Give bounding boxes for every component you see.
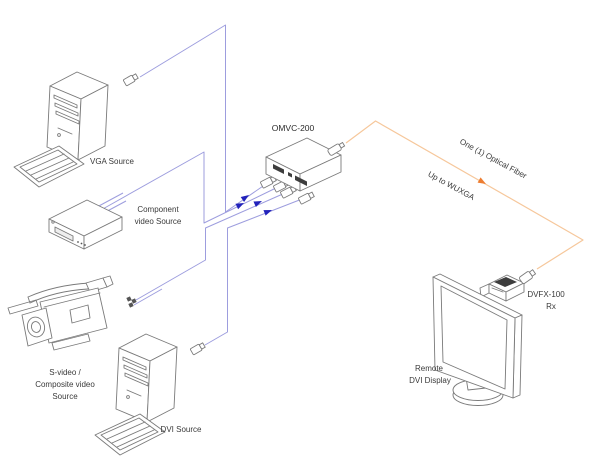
fiber-arrow-icon (477, 177, 486, 184)
svideo-plug-cluster-icon (126, 296, 137, 308)
dvi-port-icon (295, 175, 307, 186)
dvi-source-keyboard (94, 413, 166, 456)
vga-source-tower (46, 71, 109, 161)
svideo-cable (135, 192, 286, 301)
signal-arrow-icon (253, 201, 262, 207)
vga-source-label: VGA Source (90, 157, 135, 166)
dvi-source-device (94, 333, 178, 456)
signal-arrows (235, 195, 272, 216)
svideo-source-label: Composite video (35, 380, 95, 389)
component-source-player (48, 199, 123, 250)
component-source-label: Component (137, 205, 179, 214)
optical-fiber-link (345, 120, 584, 270)
omvc-200-label: OMVC-200 (272, 123, 315, 133)
connectors (93, 73, 315, 356)
svideo-source-label: S-video / (49, 368, 81, 377)
vga-source-device (13, 71, 109, 188)
remote-dvi-monitor (432, 273, 523, 406)
dvfx-100-label: DVFX-100 (527, 290, 565, 299)
component-source-label: video Source (135, 217, 182, 226)
remote-display-label: DVI Display (409, 376, 451, 385)
dvi-cable (204, 198, 303, 346)
fiber-connector-icon (519, 269, 537, 284)
omvc-200-switcher (265, 137, 346, 192)
dvi-source-label: DVI Source (161, 425, 202, 434)
dvi-plug-icon (189, 342, 206, 356)
fiber-connector-icon (327, 141, 346, 156)
svideo-source-label: Source (52, 392, 78, 401)
dvfx-100-receiver (479, 269, 537, 302)
dvfx-100-label: Rx (546, 302, 556, 311)
remote-display-label: Remote (415, 364, 444, 373)
svideo-cable-strand (133, 288, 163, 306)
dvi-source-tower (115, 333, 178, 423)
signal-arrow-icon (235, 203, 244, 210)
signal-arrow-icon (240, 195, 249, 202)
signal-arrow-icon (263, 210, 272, 216)
vga-port-icon (273, 164, 284, 174)
svideo-source-camcorder (7, 275, 114, 351)
vga-cable (139, 24, 267, 213)
omvc-input-plug-icon (298, 191, 315, 205)
usb-port-icon (288, 172, 292, 178)
component-cable-strand (96, 192, 124, 208)
source-cables (96, 24, 303, 346)
vga-plug-icon (122, 73, 139, 87)
